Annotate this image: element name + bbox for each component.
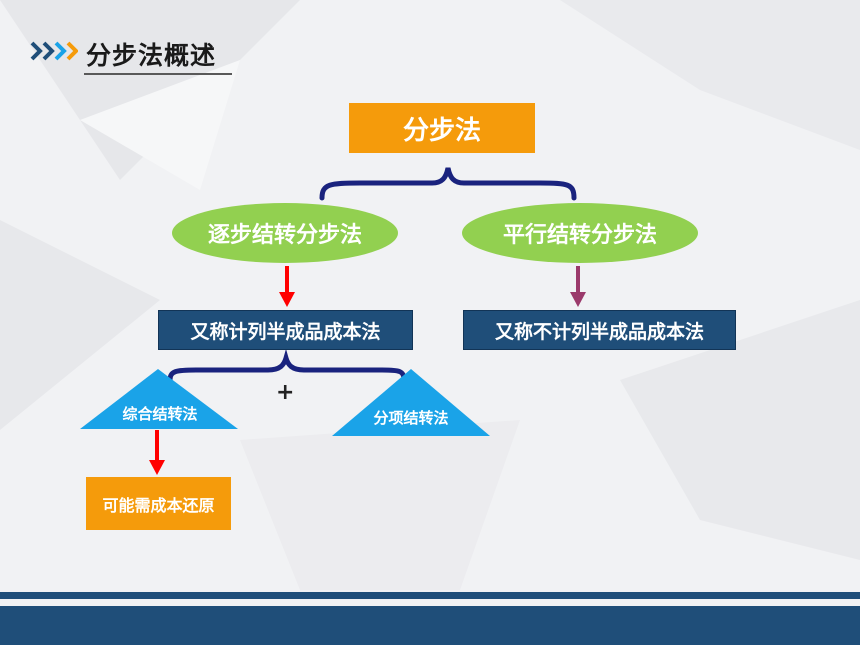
title-underline	[84, 73, 232, 75]
root-node: 分步法	[349, 103, 535, 153]
top-brace	[319, 167, 577, 201]
arrow-parallel-head	[570, 292, 586, 307]
method-parallel: 平行结转分步法	[462, 203, 698, 263]
footer-gap	[0, 599, 860, 606]
method-sequential: 逐步结转分步法	[172, 203, 398, 263]
plus-sign: +	[276, 380, 295, 405]
page-title: 分步法概述	[86, 41, 217, 70]
triangle-itemized	[332, 369, 490, 436]
lower-brace	[167, 348, 407, 383]
arrow-sequential-head	[279, 292, 295, 307]
restore-note: 可能需成本还原	[86, 477, 231, 530]
sequential-alias: 又称计列半成品成本法	[158, 310, 413, 350]
itemized-label: 分项结转法	[373, 409, 449, 427]
parallel-alias: 又称不计列半成品成本法	[463, 310, 736, 350]
page-header: 分步法概述	[26, 34, 232, 75]
comprehensive-label: 综合结转法	[122, 405, 198, 423]
arrow-restore-head	[149, 460, 165, 475]
triangle-comprehensive	[80, 369, 238, 429]
footer-stripe-thin	[0, 592, 860, 599]
chevron-right-icon	[30, 41, 78, 61]
footer-bar	[0, 606, 860, 645]
